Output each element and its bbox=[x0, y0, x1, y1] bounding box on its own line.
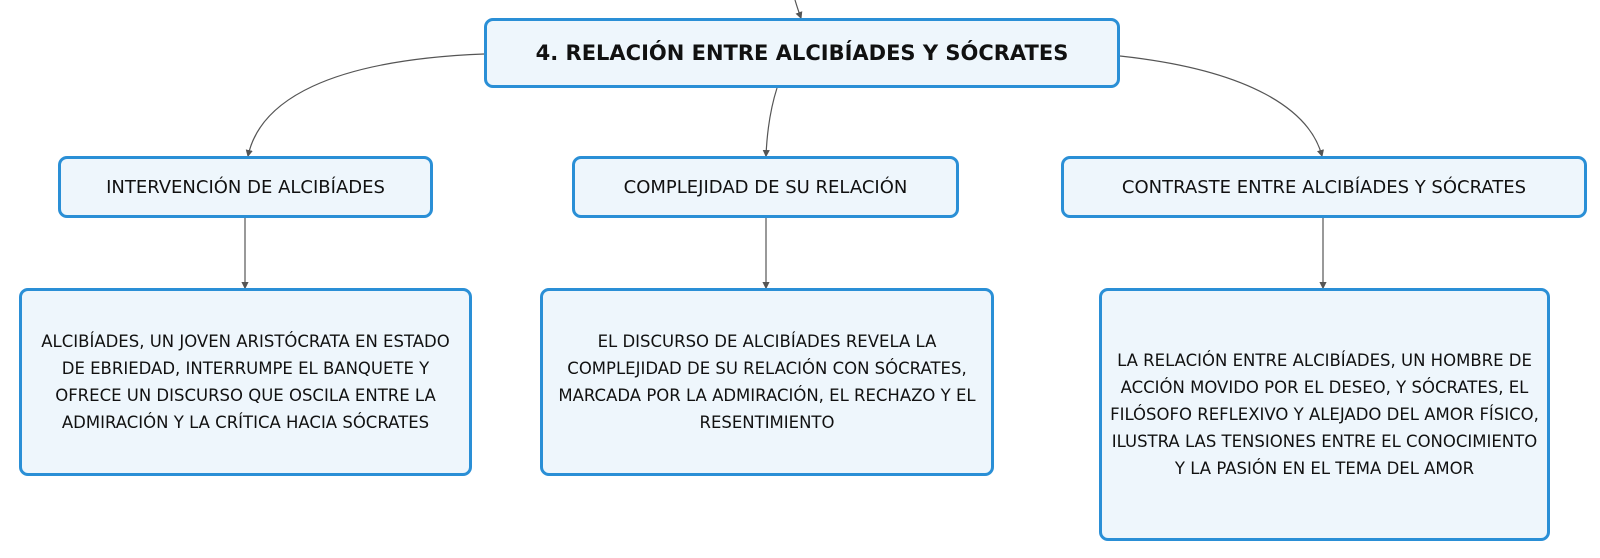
branch-label: INTERVENCIÓN DE ALCIBÍADES bbox=[106, 176, 385, 198]
detail-node-contraste[interactable]: LA RELACIÓN ENTRE ALCIBÍADES, UN HOMBRE … bbox=[1099, 288, 1550, 541]
main-topic-node[interactable]: 4. RELACIÓN ENTRE ALCIBÍADES Y SÓCRATES bbox=[484, 18, 1120, 88]
detail-text: LA RELACIÓN ENTRE ALCIBÍADES, UN HOMBRE … bbox=[1110, 351, 1539, 478]
branch-node-complejidad[interactable]: COMPLEJIDAD DE SU RELACIÓN bbox=[572, 156, 959, 218]
connector-main-to-branch-3 bbox=[1119, 55, 1324, 158]
connector-parent-to-main bbox=[794, 0, 803, 20]
branch-label: COMPLEJIDAD DE SU RELACIÓN bbox=[623, 176, 908, 198]
connector-main-to-branch-2 bbox=[762, 87, 778, 158]
detail-text: ALCIBÍADES, UN JOVEN ARISTÓCRATA EN ESTA… bbox=[41, 332, 450, 432]
branch-node-contraste[interactable]: CONTRASTE ENTRE ALCIBÍADES Y SÓCRATES bbox=[1061, 156, 1587, 218]
branch-node-intervencion[interactable]: INTERVENCIÓN DE ALCIBÍADES bbox=[58, 156, 433, 218]
connector-main-to-branch-1 bbox=[245, 53, 485, 158]
detail-node-intervencion[interactable]: ALCIBÍADES, UN JOVEN ARISTÓCRATA EN ESTA… bbox=[19, 288, 472, 476]
main-topic-label: 4. RELACIÓN ENTRE ALCIBÍADES Y SÓCRATES bbox=[535, 41, 1069, 65]
detail-node-complejidad[interactable]: EL DISCURSO DE ALCIBÍADES REVELA LA COMP… bbox=[540, 288, 994, 476]
branch-label: CONTRASTE ENTRE ALCIBÍADES Y SÓCRATES bbox=[1121, 176, 1527, 198]
detail-text: EL DISCURSO DE ALCIBÍADES REVELA LA COMP… bbox=[558, 332, 976, 432]
